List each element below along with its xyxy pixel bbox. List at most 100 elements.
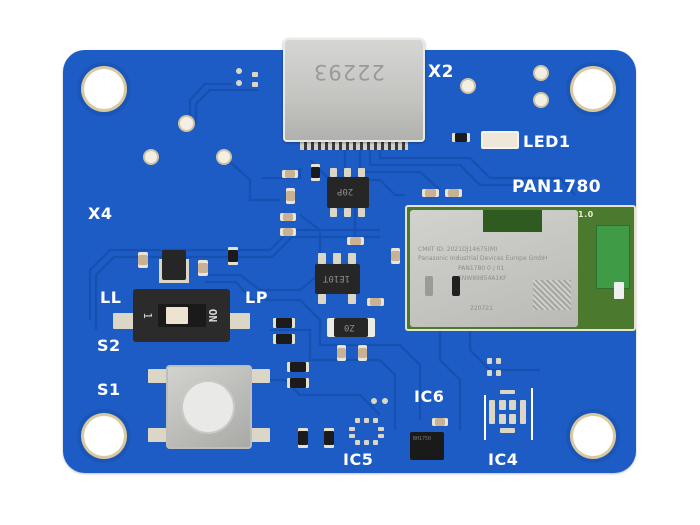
button-pad bbox=[248, 369, 270, 383]
label-pan1780: PAN1780 bbox=[512, 177, 602, 197]
resistor bbox=[228, 247, 238, 265]
resistor bbox=[282, 170, 298, 178]
ic4-pad bbox=[509, 414, 516, 424]
ic5-pad bbox=[378, 434, 384, 438]
resistor bbox=[422, 189, 439, 197]
ic4-pad bbox=[500, 428, 515, 433]
label-x4: X4 bbox=[88, 204, 113, 223]
ic5-pad bbox=[349, 434, 355, 438]
slide-switch-s2[interactable]: 1 ON bbox=[133, 289, 230, 342]
ic5-pad bbox=[364, 440, 369, 445]
ic5-pad bbox=[349, 427, 355, 431]
pad bbox=[236, 80, 242, 86]
resistor bbox=[298, 428, 308, 448]
module-text-line3: PAN1780 0 / 01 bbox=[458, 265, 505, 272]
module-slot bbox=[452, 276, 460, 296]
mounting-hole-bottom-left bbox=[84, 416, 124, 456]
ic5-pad bbox=[355, 440, 360, 445]
ic4-pad bbox=[509, 400, 516, 410]
ic-marking: 20P bbox=[337, 186, 354, 196]
ic-sot23-6-top: 20P bbox=[327, 177, 369, 208]
button-pad bbox=[248, 428, 270, 442]
resistor bbox=[452, 133, 470, 142]
button-pad bbox=[148, 428, 170, 442]
module-antenna bbox=[596, 225, 630, 289]
label-s1: S1 bbox=[97, 380, 121, 399]
switch-pad-right bbox=[228, 313, 250, 329]
via bbox=[218, 151, 230, 163]
pad bbox=[252, 72, 258, 77]
ic6-marking: BH1750 bbox=[413, 436, 432, 442]
antenna-component bbox=[614, 282, 624, 299]
switch-knob[interactable] bbox=[166, 307, 188, 324]
ic5-pad bbox=[355, 418, 360, 423]
ic4-pad bbox=[499, 414, 506, 424]
pad bbox=[344, 208, 351, 217]
pad bbox=[487, 358, 492, 364]
label-x2: X2 bbox=[428, 62, 454, 82]
usb-c-connector[interactable]: 22293 bbox=[283, 38, 425, 142]
resistor bbox=[367, 298, 384, 306]
resistor bbox=[445, 189, 462, 197]
resistor bbox=[287, 378, 309, 388]
capacitor bbox=[358, 345, 367, 361]
module-shield-can: CMIIT ID: 2021DJ14675(M) Panasonic Indus… bbox=[410, 210, 578, 327]
pad bbox=[344, 168, 351, 177]
resistor bbox=[273, 334, 295, 344]
pad bbox=[358, 208, 365, 217]
usb-connector-marking: 22293 bbox=[313, 60, 385, 84]
pad bbox=[358, 168, 365, 177]
resistor bbox=[391, 248, 400, 264]
mounting-hole-bottom-right bbox=[573, 416, 613, 456]
via bbox=[535, 67, 547, 79]
pad bbox=[348, 253, 356, 264]
ic4-pad bbox=[520, 400, 526, 424]
label-led1: LED1 bbox=[523, 132, 571, 151]
tactile-button-cap[interactable] bbox=[183, 382, 233, 432]
label-ll: LL bbox=[100, 288, 122, 307]
resistor bbox=[280, 228, 296, 236]
pad bbox=[330, 168, 337, 177]
ic-sot23-x4 bbox=[162, 250, 186, 280]
pad bbox=[333, 253, 341, 264]
pad bbox=[318, 253, 326, 264]
pad bbox=[252, 82, 258, 87]
ic4-pad bbox=[499, 400, 506, 410]
ic4-pad bbox=[500, 390, 515, 394]
pad bbox=[236, 68, 242, 74]
module-text-line5: 220721 bbox=[470, 305, 493, 312]
resistor bbox=[280, 213, 296, 221]
capacitor bbox=[138, 252, 148, 268]
ic4-silk-left bbox=[484, 395, 486, 440]
via bbox=[535, 94, 547, 106]
ic6-light-sensor: BH1750 bbox=[410, 432, 444, 460]
capacitor bbox=[198, 260, 208, 276]
switch-marking-on: ON bbox=[206, 308, 220, 323]
ic-marking: 1E10T bbox=[323, 273, 351, 283]
ic5-pad bbox=[364, 418, 369, 423]
resistor bbox=[286, 188, 295, 204]
resistor bbox=[273, 318, 295, 328]
pad bbox=[382, 398, 388, 404]
pad bbox=[330, 208, 337, 217]
resistor bbox=[287, 362, 309, 372]
module-text-line1: CMIIT ID: 2021DJ14675(M) bbox=[418, 246, 498, 253]
pad bbox=[496, 370, 501, 376]
module-text-line4: ENW89854A1KF bbox=[458, 275, 507, 282]
button-pad bbox=[148, 369, 170, 383]
label-ic5: IC5 bbox=[343, 450, 374, 469]
diode: Z0 bbox=[327, 318, 375, 337]
pad bbox=[371, 398, 377, 404]
switch-marking-1: 1 bbox=[140, 312, 154, 319]
module-slot bbox=[425, 276, 433, 296]
mounting-hole-top-right bbox=[573, 69, 613, 109]
via bbox=[145, 151, 157, 163]
via bbox=[462, 80, 474, 92]
via bbox=[180, 117, 193, 130]
pad bbox=[348, 294, 356, 304]
capacitor bbox=[337, 345, 346, 361]
pad bbox=[318, 294, 326, 304]
datamatrix-code bbox=[533, 280, 571, 310]
capacitor bbox=[311, 164, 320, 181]
resistor bbox=[324, 428, 334, 448]
